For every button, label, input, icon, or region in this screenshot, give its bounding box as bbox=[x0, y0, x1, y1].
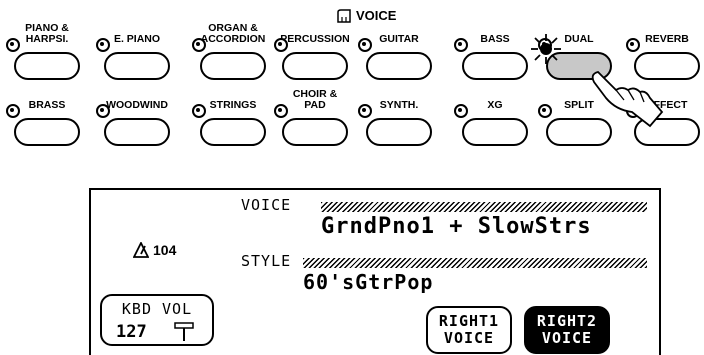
right2-voice-line1: RIGHT2 bbox=[537, 312, 597, 330]
kbd-vol-value: 127 bbox=[116, 322, 147, 342]
guitar-led-icon bbox=[358, 38, 372, 52]
choir-pad-pad[interactable] bbox=[282, 118, 348, 146]
choir-pad-button[interactable]: CHOIR & PAD bbox=[268, 66, 356, 156]
voice-name: GrndPno1 + SlowStrs bbox=[321, 214, 592, 239]
bass-led-icon bbox=[454, 38, 468, 52]
woodwind-led-icon bbox=[96, 104, 110, 118]
right2-voice-button[interactable]: RIGHT2 VOICE bbox=[524, 306, 610, 354]
synth-pad[interactable] bbox=[366, 118, 432, 146]
synth-led-icon bbox=[358, 104, 372, 118]
pressing-hand-icon bbox=[576, 50, 666, 130]
strings-button[interactable]: STRINGS bbox=[186, 66, 274, 156]
brass-button[interactable]: BRASS bbox=[0, 66, 88, 156]
piano-harpsi-led-icon bbox=[6, 38, 20, 52]
style-hatch-bar bbox=[303, 258, 647, 268]
woodwind-button[interactable]: WOODWIND bbox=[90, 66, 178, 156]
style-label: STYLE bbox=[241, 252, 291, 270]
tempo-readout: 104 bbox=[133, 242, 176, 258]
brass-pad[interactable] bbox=[14, 118, 80, 146]
woodwind-pad[interactable] bbox=[104, 118, 170, 146]
brass-led-icon bbox=[6, 104, 20, 118]
right1-voice-button[interactable]: RIGHT1 VOICE bbox=[426, 306, 512, 354]
metronome-icon bbox=[133, 242, 149, 258]
percussion-led-icon bbox=[274, 38, 288, 52]
right2-voice-line2: VOICE bbox=[542, 329, 592, 347]
synth-button[interactable]: SYNTH. bbox=[352, 66, 440, 156]
right1-voice-line1: RIGHT1 bbox=[439, 312, 499, 330]
kbd-vol-box[interactable]: KBD VOL 127 bbox=[100, 294, 214, 346]
volume-slider-icon bbox=[174, 322, 194, 342]
split-led-icon bbox=[538, 104, 552, 118]
strings-led-icon bbox=[192, 104, 206, 118]
right1-voice-line2: VOICE bbox=[444, 329, 494, 347]
voice-label: VOICE bbox=[241, 196, 291, 214]
kbd-vol-label: KBD VOL bbox=[102, 300, 212, 318]
style-name: 60'sGtrPop bbox=[303, 270, 433, 294]
organ-accordion-led-icon bbox=[192, 38, 206, 52]
strings-pad[interactable] bbox=[200, 118, 266, 146]
xg-pad[interactable] bbox=[462, 118, 528, 146]
e-piano-led-icon bbox=[96, 38, 110, 52]
lit-indicator-icon bbox=[530, 33, 562, 65]
voice-hatch-bar bbox=[321, 202, 647, 212]
xg-button[interactable]: XG bbox=[448, 66, 536, 156]
choir-pad-led-icon bbox=[274, 104, 288, 118]
lcd-display: 104 VOICE GrndPno1 + SlowStrs STYLE 60's… bbox=[89, 188, 661, 355]
xg-led-icon bbox=[454, 104, 468, 118]
tempo-value: 104 bbox=[153, 242, 176, 258]
